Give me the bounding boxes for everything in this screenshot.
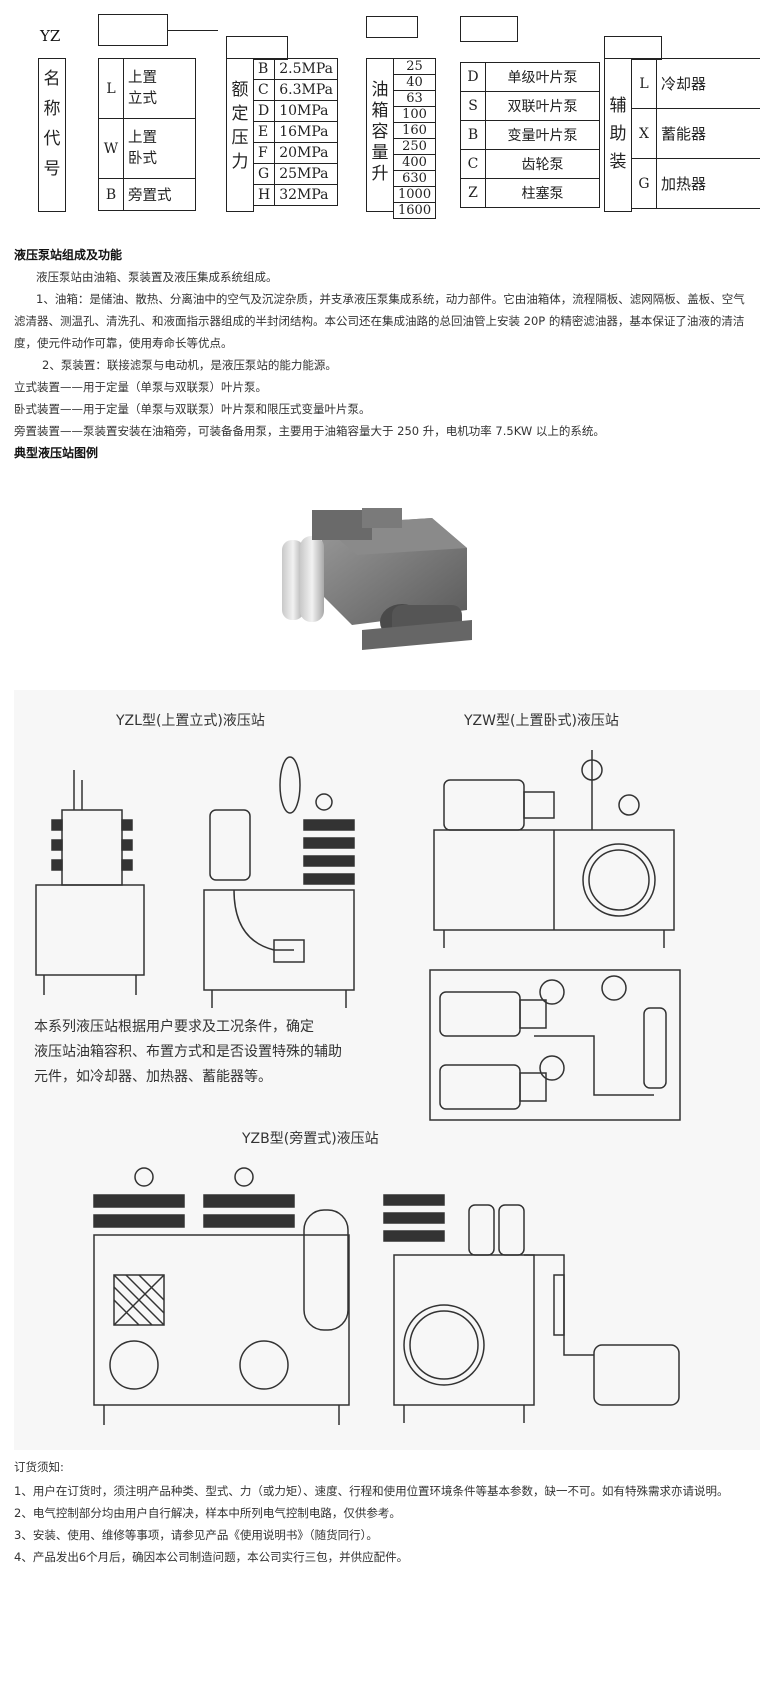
order-section: 订货须知: 1、用户在订货时，须注明产品种类、型式、力（或力矩）、速度、行程和使… [14, 1456, 754, 1568]
code-slot-2 [226, 36, 288, 60]
order-item-2: 2、电气控制部分均由用户自行解决，样本中所列电气控制电路，仅供参考。 [14, 1506, 401, 1520]
drawings-note: 本系列液压站根据用户要求及工况条件，确定 液压站油箱容积、布置方式和是否设置特殊… [34, 1019, 342, 1085]
order-heading: 订货须知: [14, 1460, 64, 1474]
name-label: 名 称 代 号 [43, 69, 61, 179]
code-slot-1 [98, 14, 168, 46]
yzl-title: YZL型(上置立式)液压站 [116, 713, 265, 729]
code-slot-5 [604, 36, 662, 60]
typical-heading: 典型液压站图例 [14, 446, 99, 460]
yzb-title: YZB型(旁置式)液压站 [242, 1131, 379, 1147]
hydraulic-station-photo [282, 508, 472, 650]
model-prefix: YZ [40, 27, 61, 45]
order-item-3: 3、安装、使用、维修等事项，请参见产品《使用说明书》（随货同行）。 [14, 1528, 378, 1542]
intro-heading: 液压泵站组成及功能 [14, 248, 123, 262]
drawings-panel: YZL型(上置立式)液压站 YZW型(上置卧式)液压站 [14, 690, 760, 1450]
yzw-title: YZW型(上置卧式)液压站 [464, 713, 619, 729]
pressure-label: 额 定 压 力 [231, 80, 249, 172]
vertical-paragraph: 立式装置——用于定量（单泵与双联泵）叶片泵。 [14, 380, 267, 394]
tank-table: 25 40 63 100 160 250 400 630 1000 1600 [392, 58, 437, 219]
horizontal-paragraph: 卧式装置——用于定量（单泵与双联泵）叶片泵和限压式变量叶片泵。 [14, 402, 371, 416]
yzl-drawing [35, 756, 355, 1008]
pump-paragraph: 2、泵装置：联接滤泵与电动机，是液压泵站的能力能源。 [42, 358, 337, 372]
yzb-drawing [93, 1167, 680, 1425]
name-label-box [38, 58, 66, 212]
code-slot-3 [366, 16, 418, 38]
code-slot-4 [460, 16, 518, 42]
tank-label: 油 箱 容 量 升 [371, 80, 389, 184]
order-item-1: 1、用户在订货时，须注明产品种类、型式、力（或力矩）、速度、行程和使用位置环境条… [14, 1484, 729, 1498]
tank-label-box [366, 58, 394, 212]
intro-paragraph: 液压泵站由油箱、泵装置及液压集成系统组成。 [36, 270, 278, 284]
tank-paragraph: 1、油箱：是储油、散热、分离油中的空气及沉淀杂质，并支承液压泵集成系统，动力部件… [14, 292, 745, 350]
order-item-4: 4、产品发出6个月后，确因本公司制造问题，本公司实行三包，并供应配件。 [14, 1550, 409, 1564]
aux-label: 辅 助 装 [609, 96, 627, 172]
side-paragraph: 旁置装置——泵装置安装在油箱旁，可装备备用泵，主要用于油箱容量大于 250 升，… [14, 424, 605, 438]
intro-section: 液压泵站组成及功能 液压泵站由油箱、泵装置及液压集成系统组成。 1、油箱：是储油… [14, 244, 754, 464]
pressure-label-box [226, 58, 254, 212]
yzw-drawing [429, 750, 681, 1121]
